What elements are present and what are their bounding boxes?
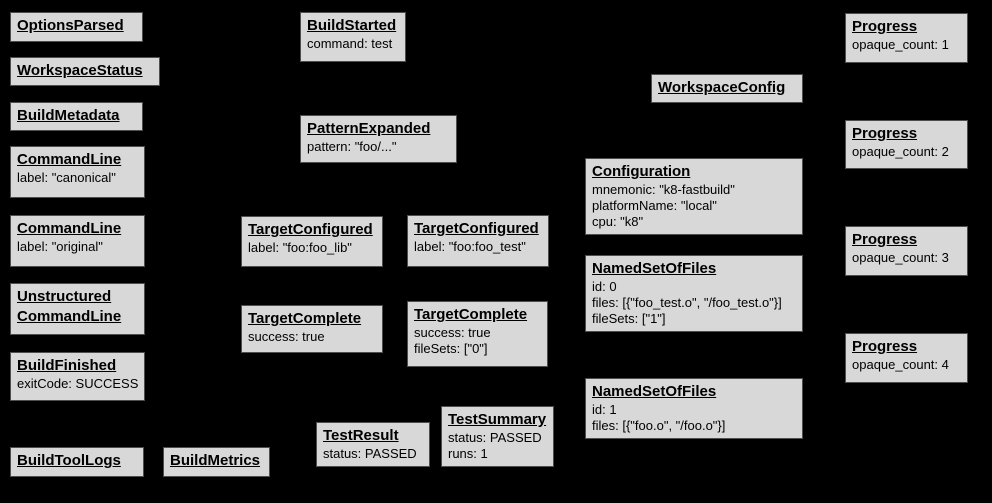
node-title: Unstructured CommandLine [17,288,122,325]
node-field: id: 0 [592,279,617,294]
node-field: files: [{"foo_test.o", "/foo_test.o"}] [592,295,782,310]
node-field: success: true [414,325,491,340]
node-title: Progress [852,338,918,355]
node-build-metadata: BuildMetadata [10,102,143,131]
node-title: TestSummary [448,411,547,428]
node-named-set-of-files-1: NamedSetOfFiles id: 1 files: [{"foo.o", … [585,378,803,439]
node-title: TargetConfigured [248,221,373,238]
node-title: WorkspaceStatus [17,62,143,79]
node-progress-2: Progress opaque_count: 2 [845,120,968,169]
node-field: status: PASSED [448,430,542,445]
node-title: TargetComplete [248,310,362,327]
node-title: Progress [852,125,918,142]
node-field: fileSets: ["0"] [414,341,488,356]
node-build-tool-logs: BuildToolLogs [10,447,144,477]
node-title: OptionsParsed [17,17,124,34]
node-field: status: PASSED [323,446,417,461]
node-field: label: "original" [17,239,103,254]
node-title: TargetComplete [414,306,528,323]
node-options-parsed: OptionsParsed [10,12,143,42]
node-progress-3: Progress opaque_count: 3 [845,226,968,276]
node-title: NamedSetOfFiles [592,260,717,277]
node-field: files: [{"foo.o", "/foo.o"}] [592,418,726,433]
node-title: TargetConfigured [414,220,539,237]
node-title: CommandLine [17,151,122,168]
node-field: platformName: "local" [592,198,717,213]
node-progress-1: Progress opaque_count: 1 [845,13,968,63]
node-test-result: TestResult status: PASSED [316,422,430,467]
node-title: WorkspaceConfig [658,79,786,96]
node-field: opaque_count: 2 [852,144,949,159]
node-build-metrics: BuildMetrics [163,447,270,477]
node-field: opaque_count: 3 [852,250,949,265]
node-field: label: "foo:foo_lib" [248,240,352,255]
node-configuration: Configuration mnemonic: "k8-fastbuild" p… [585,158,803,235]
node-title: CommandLine [17,220,122,237]
node-progress-4: Progress opaque_count: 4 [845,333,968,383]
node-field: label: "foo:foo_test" [414,239,526,254]
node-field: runs: 1 [448,446,488,461]
node-target-complete-foo-lib: TargetComplete success: true [241,305,383,353]
node-title: Progress [852,18,918,35]
node-unstructured-command-line: Unstructured CommandLine [10,283,145,335]
node-test-summary: TestSummary status: PASSED runs: 1 [441,406,554,467]
node-field: command: test [307,36,393,51]
node-command-line-original: CommandLine label: "original" [10,215,145,267]
node-field: label: "canonical" [17,170,116,185]
node-title: BuildStarted [307,17,397,34]
node-target-configured-foo-lib: TargetConfigured label: "foo:foo_lib" [241,216,383,267]
node-title: BuildToolLogs [17,452,121,469]
node-field: success: true [248,329,325,344]
node-field: id: 1 [592,402,617,417]
node-field: exitCode: SUCCESS [17,376,139,391]
node-field: opaque_count: 1 [852,37,949,52]
node-build-started: BuildStarted command: test [300,12,406,62]
node-title: NamedSetOfFiles [592,383,717,400]
node-pattern-expanded: PatternExpanded pattern: "foo/..." [300,115,457,163]
node-named-set-of-files-0: NamedSetOfFiles id: 0 files: [{"foo_test… [585,255,803,332]
node-field: fileSets: ["1"] [592,311,666,326]
node-field: pattern: "foo/..." [307,139,397,154]
node-field: mnemonic: "k8-fastbuild" [592,182,735,197]
node-title: BuildFinished [17,357,117,374]
node-title: TestResult [323,427,399,444]
node-title: BuildMetadata [17,107,120,124]
node-title: PatternExpanded [307,120,431,137]
node-title: BuildMetrics [170,452,261,469]
node-title: Configuration [592,163,691,180]
node-field: opaque_count: 4 [852,357,949,372]
node-title: Progress [852,231,918,248]
node-command-line-canonical: CommandLine label: "canonical" [10,146,145,198]
node-workspace-status: WorkspaceStatus [10,57,160,86]
node-target-configured-foo-test: TargetConfigured label: "foo:foo_test" [407,215,549,267]
node-field: cpu: "k8" [592,214,644,229]
node-workspace-config: WorkspaceConfig [651,74,803,103]
node-target-complete-foo-test: TargetComplete success: true fileSets: [… [407,301,548,367]
node-build-finished: BuildFinished exitCode: SUCCESS [10,352,146,401]
